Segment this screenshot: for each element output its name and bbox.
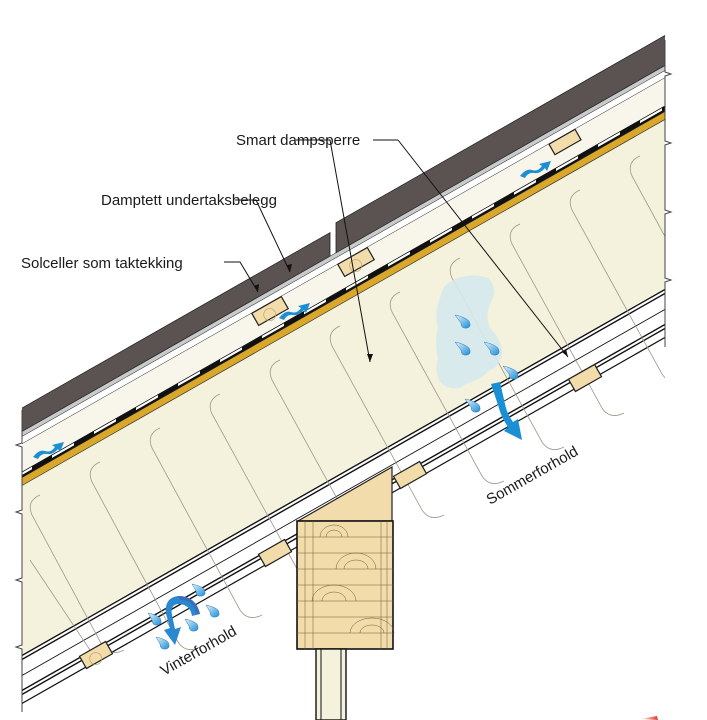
moisture-cloud xyxy=(436,275,503,389)
label-smart-vapor-barrier: Smart dampsperre xyxy=(236,132,360,149)
break-lines xyxy=(14,40,673,712)
water-drops-winter xyxy=(147,583,220,650)
red-accent-mark xyxy=(640,716,658,720)
label-summer-condition: Sommerforhold xyxy=(484,443,582,509)
summer-arrow xyxy=(491,382,522,440)
battens xyxy=(78,128,603,670)
solar-panel-lower xyxy=(22,232,331,445)
label-vapor-tight-underlay: Damptett undertaksbelegg xyxy=(101,192,277,209)
winter-arrow xyxy=(164,596,200,645)
label-solar-roofing: Solceller som taktekking xyxy=(21,255,183,272)
airflow-arrow-icon xyxy=(279,303,310,320)
vapor-barrier-arrowhead xyxy=(367,354,373,362)
airflow-arrows xyxy=(33,161,551,459)
insulation-layer xyxy=(22,88,665,667)
water-drops-summer xyxy=(454,314,519,413)
membrane-pattern xyxy=(22,108,662,482)
airflow-arrow-icon xyxy=(520,161,551,178)
solar-panel-upper xyxy=(335,3,665,254)
airflow-arrow-icon xyxy=(33,442,64,459)
beam xyxy=(295,465,395,720)
leader-lines xyxy=(224,139,371,363)
vapor-barrier-leader xyxy=(397,139,569,358)
